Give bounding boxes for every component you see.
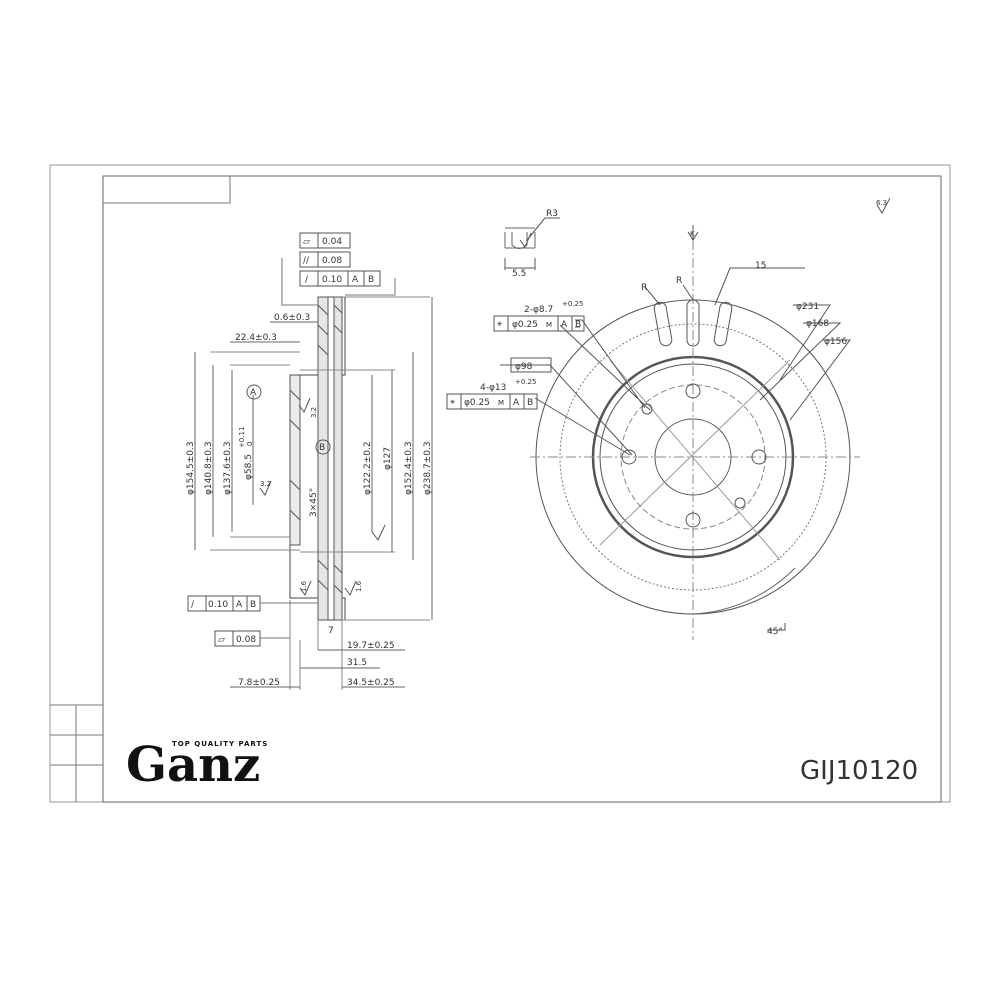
lower-datum-b: B — [250, 600, 256, 610]
k-label: K — [690, 230, 695, 238]
holes-2-frame-m: M — [546, 321, 552, 329]
dim-d58: φ58.5 — [244, 454, 254, 480]
bolt-hole — [751, 449, 767, 465]
roughness-1: 3.2 — [310, 407, 318, 418]
detail-r3: R3 — [546, 209, 558, 219]
tol-runout: 0.10 — [322, 275, 342, 285]
part-number: GIJ10120 — [800, 756, 918, 786]
parallelism-symbol: // — [303, 256, 310, 266]
tol-lower-flatness: 0.08 — [236, 635, 256, 645]
angle-45: 45° — [767, 627, 783, 637]
brand-logo: TOP QUALITY PARTS Ganz — [126, 737, 268, 793]
roughness-2: 3.2 — [260, 480, 271, 488]
bolt-hole — [685, 383, 701, 399]
lower-datum-a: A — [236, 600, 243, 610]
dim-d140: φ140.8±0.3 — [204, 441, 214, 495]
bolt-hole — [685, 512, 701, 528]
holes-4-frame-tol: φ0.25 — [464, 398, 490, 408]
holes-4-frame-b: B — [527, 398, 533, 408]
holes-2-tol: +0.25 — [562, 300, 583, 308]
roughness-4: 1.6 — [355, 580, 363, 592]
lower-flatness-symbol: ▱ — [218, 635, 225, 645]
holes-4-tol: +0.25 — [515, 378, 536, 386]
hub-diameter: φ98 — [515, 362, 533, 372]
tol-lower-runout: 0.10 — [208, 600, 228, 610]
drawing-frame — [49, 164, 951, 803]
r-label-2: R — [676, 276, 682, 286]
position-symbol-1: ⌖ — [497, 320, 502, 330]
dim-d122: φ122.2±0.2 — [363, 441, 373, 495]
tol-d58-upper: +0.11 — [238, 427, 246, 448]
locator-hole — [734, 497, 746, 509]
front-view-labels: R3 5.5 K R R 15 6.3 2-φ8.7 +0.25 ⌖ φ0.25… — [450, 199, 887, 637]
datum-a-label: A — [250, 388, 257, 398]
holes-4-label: 4-φ13 — [480, 383, 506, 393]
dim-31-5: 31.5 — [347, 658, 367, 668]
dim-7: 7 — [328, 626, 334, 636]
holes-4-frame-m: M — [498, 399, 504, 407]
holes-2-frame-a: A — [561, 320, 568, 330]
vent-slot — [713, 301, 733, 347]
dim-34-5: 34.5±0.25 — [347, 678, 395, 688]
chamfer-label: 3×45° — [309, 488, 319, 517]
brand-tagline: TOP QUALITY PARTS — [172, 740, 268, 748]
flatness-symbol: ▱ — [303, 237, 310, 247]
tol-d58-lower: 0 — [246, 442, 254, 446]
dim-d137: φ137.6±0.3 — [223, 441, 233, 495]
holes-4-frame-a: A — [513, 398, 520, 408]
holes-2-frame-b: B — [575, 320, 581, 330]
dim-7-8: 7.8±0.25 — [238, 678, 280, 688]
dim-d238: φ238.7±0.3 — [423, 441, 433, 495]
dim-d154: φ154.5±0.3 — [186, 441, 196, 495]
bolt-hole — [621, 449, 637, 465]
position-symbol-2: ⌖ — [450, 398, 455, 408]
dim-d127: φ127 — [383, 447, 393, 470]
runout-symbol: / — [305, 275, 309, 285]
dim-d168: φ168 — [806, 319, 829, 329]
corner-roughness: 6.3 — [876, 199, 887, 207]
section-view-labels: 0.04 ▱ // 0.08 / 0.10 A B A B 0.6±0.3 22… — [186, 237, 433, 688]
r-label-1: R — [641, 283, 647, 293]
tol-parallelism: 0.08 — [322, 256, 342, 266]
datum-b-label: B — [319, 443, 325, 453]
lower-runout-symbol: / — [191, 600, 195, 610]
detail-width: 5.5 — [512, 269, 526, 279]
roughness-3: 1.6 — [300, 580, 308, 592]
tol-flatness: 0.04 — [322, 237, 342, 247]
dim-d152: φ152.4±0.3 — [404, 441, 414, 495]
slot-label: 15 — [755, 261, 766, 271]
dim-0-6: 0.6±0.3 — [274, 313, 310, 323]
section-view — [187, 232, 433, 690]
dim-19-7: 19.7±0.25 — [347, 641, 395, 651]
dim-d231: φ231 — [796, 302, 819, 312]
tol-datum-b: B — [368, 275, 374, 285]
locator-hole — [641, 403, 653, 415]
dim-22-4: 22.4±0.3 — [235, 333, 277, 343]
vent-slot — [653, 301, 673, 347]
tol-datum-a: A — [352, 275, 359, 285]
dim-d156: φ156 — [824, 337, 847, 347]
front-view — [446, 197, 891, 640]
holes-2-label: 2-φ8.7 — [524, 305, 553, 315]
holes-2-frame-tol: φ0.25 — [512, 320, 538, 330]
brand-name: Ganz — [126, 737, 260, 793]
